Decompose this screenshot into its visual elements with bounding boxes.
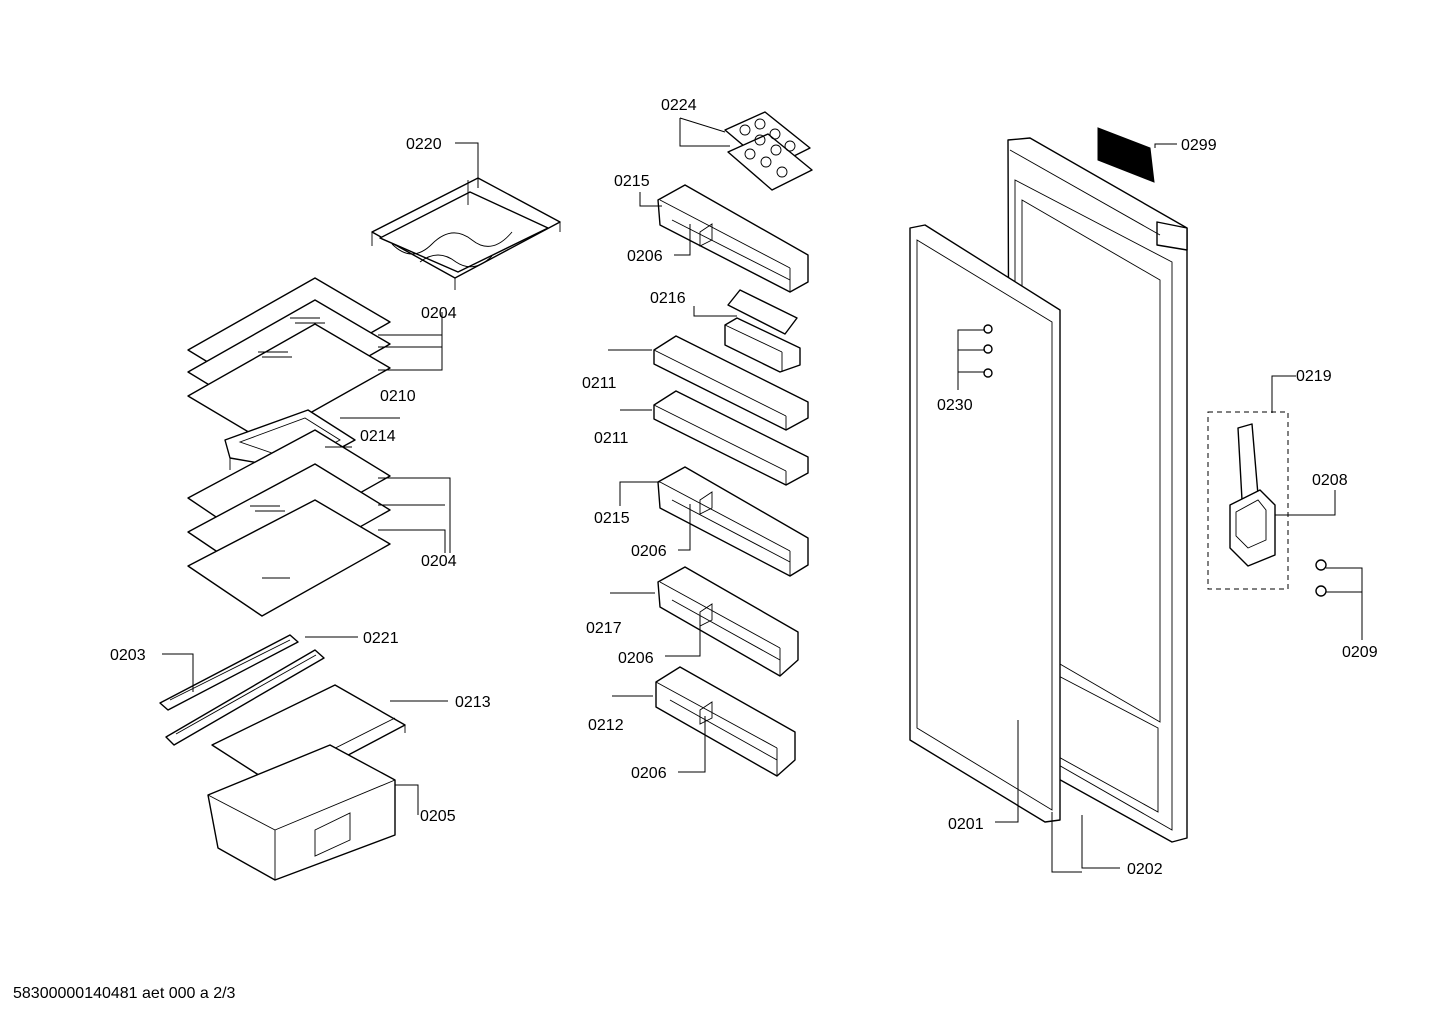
door-bin-3-part [657,566,799,677]
callout-0214: 0214 [360,428,396,445]
callout-0215-upper: 0215 [614,173,650,190]
upper-glass-shelves-part [187,277,391,441]
rating-label-part [1097,127,1155,183]
callout-0211-upper: 0211 [582,375,617,392]
callout-0201: 0201 [948,816,984,833]
callout-0210: 0210 [380,388,416,405]
door-screws-part [983,324,993,378]
callout-0216: 0216 [650,290,686,307]
bottle-rack-part [371,177,561,290]
callout-0202: 0202 [1127,861,1163,878]
callout-0211-lower: 0211 [594,430,629,447]
callout-0221: 0221 [363,630,399,647]
leader-lines [162,117,1363,873]
callout-0224: 0224 [661,97,697,114]
hinge-assembly-part [1207,411,1327,597]
callout-0230: 0230 [937,397,973,414]
callout-0209: 0209 [1342,644,1378,661]
door-gasket-part [909,224,1061,823]
callout-0299: 0299 [1181,137,1217,154]
door-bin-4-part [655,666,796,777]
callout-0204-upper: 0204 [421,305,457,322]
callout-0206-second: 0206 [631,543,667,560]
callout-0206-fourth: 0206 [631,765,667,782]
butter-box-part [724,289,801,373]
lower-glass-shelves-part [187,429,391,617]
callout-0203: 0203 [110,647,146,664]
callout-0220: 0220 [406,136,442,153]
callout-0206-first: 0206 [627,248,663,265]
callout-0219: 0219 [1296,368,1332,385]
egg-tray-part [724,111,813,191]
callout-0213: 0213 [455,694,491,711]
ventilation-strips-part [159,634,325,746]
door-shelf-1-part [653,335,809,431]
callout-0206-third: 0206 [618,650,654,667]
door-bin-2-part [657,466,809,577]
crisper-drawer-part [207,744,396,881]
callout-0212: 0212 [588,717,624,734]
callout-0215-lower: 0215 [594,510,630,527]
door-shelf-2-part [653,390,809,486]
door-bin-1-part [657,184,809,293]
callout-0217: 0217 [586,620,622,637]
drawing-reference-number: 58300000140481 aet 000 a 2/3 [13,985,236,1002]
callout-0208: 0208 [1312,472,1348,489]
callout-0204-lower: 0204 [421,553,457,570]
callout-0205: 0205 [420,808,456,825]
callout-labels: 0220 0204 0210 0214 0204 0203 0221 0213 … [110,97,1378,878]
